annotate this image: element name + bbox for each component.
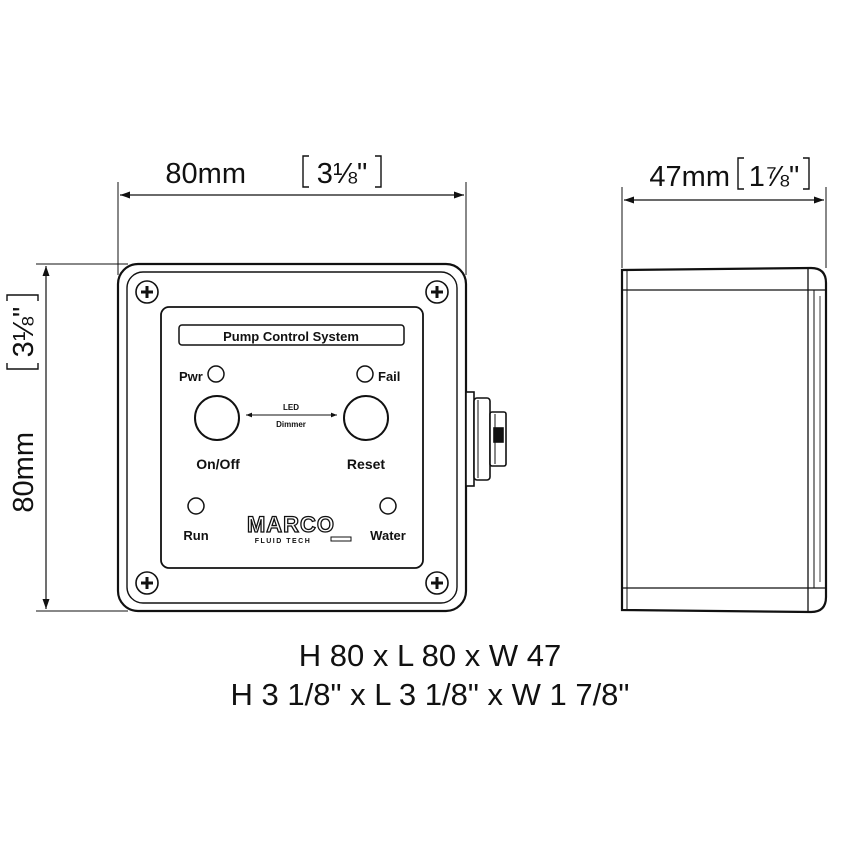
- pwr-led-icon: [207, 365, 225, 383]
- screw-bottom-right-icon: [425, 571, 449, 595]
- dimmer-label: Dimmer: [276, 420, 306, 429]
- width-inch-bracket: [302, 155, 382, 188]
- fail-label: Fail: [378, 369, 400, 384]
- marco-logo: MARCO FLUID TECH: [246, 511, 352, 545]
- on-off-label: On/Off: [196, 456, 240, 472]
- pwr-label: Pwr: [179, 369, 203, 384]
- reset-button[interactable]: [343, 395, 389, 441]
- enclosure-inner: [126, 271, 458, 604]
- water-label: Water: [370, 528, 406, 543]
- width-inch-label: 3⅛": [317, 158, 368, 190]
- width-dimension: [117, 182, 467, 275]
- brand-subtitle: FLUID TECH: [255, 538, 312, 545]
- dimension-caption-metric: H 80 x L 80 x W 47: [298, 638, 562, 673]
- run-led-icon: [187, 497, 205, 515]
- dimension-caption-imperial: H 3 1/8" x L 3 1/8" x W 1 7/8": [230, 677, 630, 712]
- water-led-icon: [379, 497, 397, 515]
- front-view: Pump Control System Pwr Fail LED Dimmer …: [116, 262, 507, 613]
- height-inch-bracket: [6, 294, 39, 370]
- panel-title: Pump Control System: [223, 329, 359, 344]
- led-label: LED: [283, 403, 299, 412]
- screw-top-left-icon: [135, 280, 159, 304]
- on-off-button[interactable]: [194, 395, 240, 441]
- width-mm-label: 80mm: [165, 158, 246, 190]
- reset-label: Reset: [347, 456, 385, 472]
- height-dimension: [36, 263, 128, 612]
- side-view: [620, 266, 828, 614]
- side-body: [620, 266, 828, 614]
- cable-gland: [465, 391, 507, 487]
- screw-top-right-icon: [425, 280, 449, 304]
- screw-bottom-left-icon: [135, 571, 159, 595]
- depth-inch-label: 1⅞": [749, 161, 800, 193]
- height-mm-label: 80mm: [8, 432, 40, 513]
- brand-name: MARCO: [247, 512, 335, 537]
- run-label: Run: [183, 528, 208, 543]
- depth-mm-label: 47mm: [649, 161, 730, 193]
- title-strip: [178, 324, 405, 346]
- fail-led-icon: [356, 365, 374, 383]
- depth-inch-bracket: [737, 157, 810, 190]
- height-inch-label: 3⅛": [8, 307, 40, 358]
- depth-dimension: [621, 187, 827, 268]
